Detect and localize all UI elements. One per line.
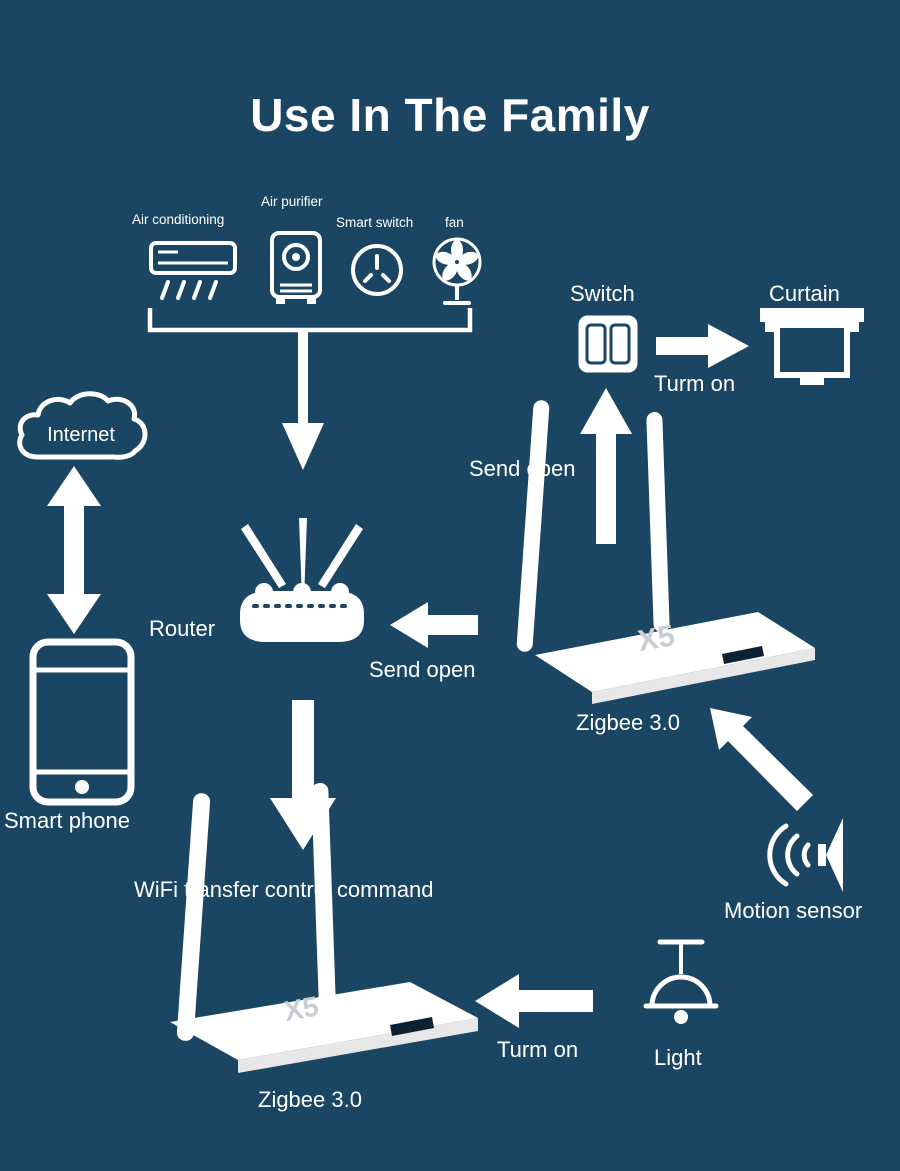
up-arrow-zigbee-to-switch bbox=[580, 388, 632, 544]
turn-on-label-bottom: Turm on bbox=[497, 1037, 579, 1062]
air-purifier-label: Air purifier bbox=[261, 194, 323, 209]
smart-phone-label: Smart phone bbox=[4, 808, 130, 833]
internet-cloud-icon: Internet bbox=[17, 391, 148, 460]
device-model-text: X5 bbox=[282, 990, 321, 1026]
curtain-label: Curtain bbox=[769, 281, 840, 306]
turn-on-label-top: Turm on bbox=[654, 371, 736, 396]
smart-switch-label: Smart switch bbox=[336, 215, 414, 230]
smartphone-icon bbox=[29, 638, 135, 806]
fan-icon bbox=[432, 237, 482, 305]
zigbee-bottom-label: Zigbee 3.0 bbox=[258, 1087, 362, 1112]
zigbee-gateway-top: X5 bbox=[516, 400, 815, 704]
router-label: Router bbox=[149, 616, 216, 641]
wifi-transfer-label: WiFi transfer control command bbox=[134, 877, 434, 902]
air-purifier-icon bbox=[270, 231, 322, 304]
device-model-text: X5 bbox=[635, 619, 677, 658]
diagonal-arrow-motion-to-zigbee bbox=[710, 708, 813, 811]
light-label: Light bbox=[654, 1045, 702, 1070]
appliance-bracket bbox=[147, 308, 473, 333]
pendant-light-icon bbox=[643, 939, 719, 1024]
switch-label: Switch bbox=[570, 281, 635, 306]
send-open-label-top: Send open bbox=[469, 456, 576, 481]
curtain-icon bbox=[760, 308, 864, 385]
zigbee-gateway-bottom: X5 bbox=[170, 783, 478, 1073]
double-arrow-internet-phone bbox=[47, 466, 101, 634]
router-icon bbox=[240, 518, 364, 642]
arrow-light-to-zigbee bbox=[475, 974, 593, 1028]
smart-switch-icon bbox=[351, 244, 403, 296]
motion-sensor-label: Motion sensor bbox=[724, 898, 863, 923]
fan-label: fan bbox=[445, 215, 464, 230]
arrow-switch-to-curtain bbox=[656, 324, 749, 368]
motion-sensor-icon bbox=[767, 818, 843, 892]
page-title: Use In The Family bbox=[250, 89, 650, 141]
internet-label: Internet bbox=[47, 424, 115, 446]
wall-switch-icon bbox=[578, 315, 638, 373]
air-conditioning-label: Air conditioning bbox=[132, 212, 225, 227]
bracket-down-arrow bbox=[282, 330, 324, 470]
send-open-label-router: Send open bbox=[369, 657, 476, 682]
arrow-zigbee-to-router bbox=[390, 602, 478, 648]
air-conditioner-icon bbox=[149, 241, 237, 300]
zigbee-top-label: Zigbee 3.0 bbox=[576, 710, 680, 735]
